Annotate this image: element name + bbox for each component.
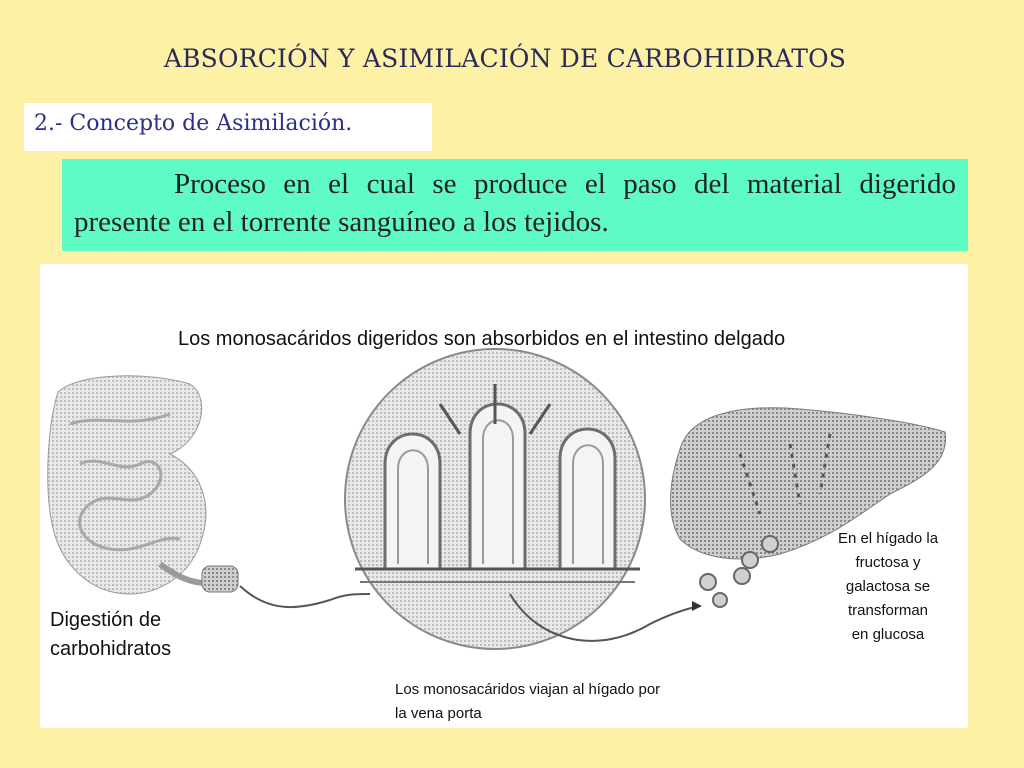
assimilation-figure: Los monosacáridos digeridos son absorbid…	[40, 264, 968, 728]
subtitle-text: 2.- Concepto de Asimilación.	[34, 111, 353, 136]
figure-illustration	[47, 348, 946, 650]
figure-caption-top: Los monosacáridos digeridos son absorbid…	[178, 328, 786, 350]
definition-text: Proceso en el cual se produce el paso de…	[74, 168, 956, 238]
liver-label-line: galactosa se	[845, 578, 931, 595]
stomach-intestine-icon	[47, 375, 239, 595]
portal-vein-label-line: la vena porta	[395, 705, 482, 722]
slide-title: ABSORCIÓN Y ASIMILACIÓN DE CARBOHIDRATOS	[163, 44, 847, 73]
liver-label-line: En el hígado la	[837, 530, 939, 547]
digestion-label: Digestión de carbohidratos	[50, 606, 171, 664]
liver-label-line: transforman	[847, 602, 929, 619]
liver-icon	[670, 407, 946, 560]
definition-box: Proceso en el cual se produce el paso de…	[62, 159, 968, 251]
subtitle-box: 2.- Concepto de Asimilación.	[24, 103, 432, 151]
portal-vein-label-line: Los monosacáridos viajan al hígado por	[395, 681, 661, 698]
digestion-label-line: carbohidratos	[50, 638, 172, 660]
digestion-label-line: Digestión de	[50, 609, 162, 631]
portal-vein-label: Los monosacáridos viajan al hígado por l…	[385, 674, 730, 728]
liver-label-line: en glucosa	[851, 626, 925, 643]
liver-label-line: fructosa y	[855, 554, 921, 571]
intestinal-villi-icon	[344, 348, 646, 650]
liver-label: En el hígado la fructosa y galactosa se …	[822, 527, 954, 647]
